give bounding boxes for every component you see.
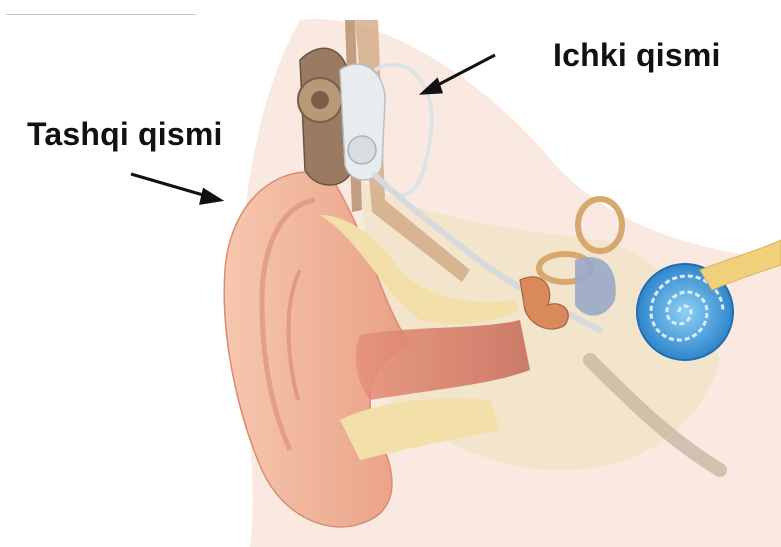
label-external: Tashqi qismi <box>27 116 223 153</box>
implant-magnet <box>348 136 376 164</box>
arrow-external <box>131 174 220 203</box>
processor-center <box>311 91 329 109</box>
label-internal: Ichki qismi <box>553 37 721 74</box>
